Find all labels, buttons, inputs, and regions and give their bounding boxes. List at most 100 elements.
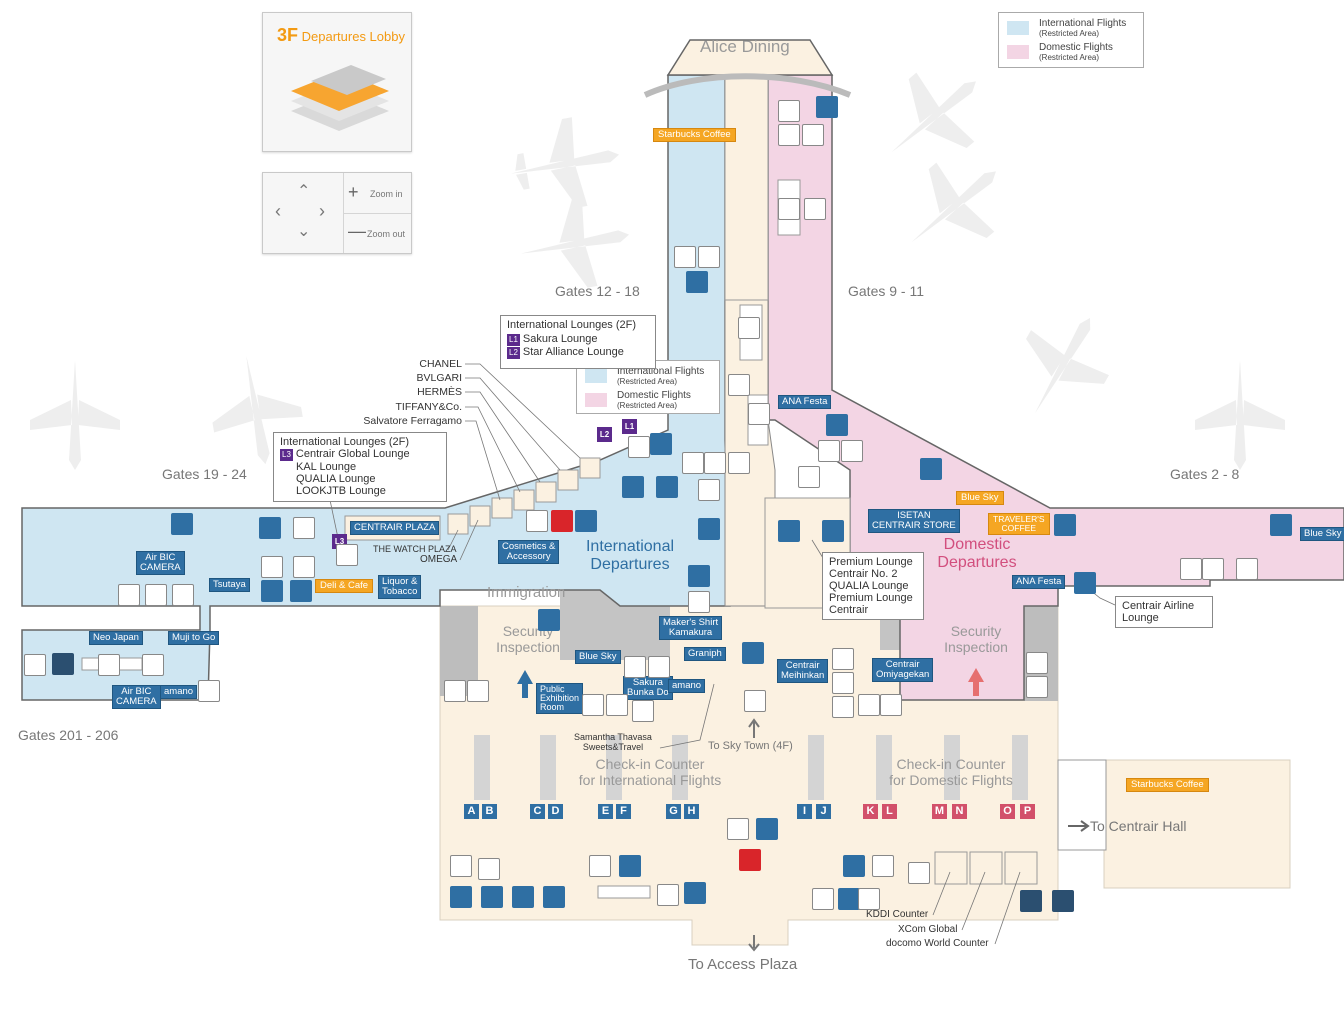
information-desk-icon[interactable]	[739, 849, 761, 871]
escalator-icon[interactable]	[606, 694, 628, 716]
shop-amano-left[interactable]: amano	[160, 685, 198, 699]
pan-up-icon[interactable]: ⌃	[297, 183, 311, 200]
shop-graniph[interactable]: Graniph	[684, 647, 726, 661]
counter-d[interactable]: D	[548, 804, 563, 819]
meeting-point-icon[interactable]	[843, 855, 865, 877]
meeting-point-icon[interactable]	[575, 510, 597, 532]
escalator-icon[interactable]	[858, 888, 880, 910]
meeting-point-icon[interactable]	[450, 886, 472, 908]
brand-chanel[interactable]: CHANEL	[419, 358, 462, 370]
pan-right-icon[interactable]: ›	[319, 201, 325, 221]
shop-tsutaya[interactable]: Tsutaya	[209, 578, 250, 592]
meeting-point-icon[interactable]	[756, 818, 778, 840]
departures-icon[interactable]	[920, 458, 942, 480]
counter-b[interactable]: B	[482, 804, 497, 819]
smoking-area-icon[interactable]	[478, 858, 500, 880]
restroom-icon[interactable]	[648, 656, 670, 678]
locker-icon[interactable]	[1052, 890, 1074, 912]
nursing-room-icon[interactable]	[624, 656, 646, 678]
information-staff-icon[interactable]	[798, 466, 820, 488]
lounge-seat-icon[interactable]	[686, 271, 708, 293]
shop-starbucks-right[interactable]: Starbucks Coffee	[1126, 778, 1209, 792]
brand-bvlgari[interactable]: BVLGARI	[416, 372, 462, 384]
nursing-room-icon[interactable]	[293, 556, 315, 578]
escalator-icon[interactable]	[778, 198, 800, 220]
nursing-room-icon[interactable]	[832, 672, 854, 694]
currency-exchange-icon[interactable]	[261, 580, 283, 602]
shop-amano-mid[interactable]: amano	[668, 679, 706, 693]
to-centrair-hall-label[interactable]: To Centrair Hall	[1090, 818, 1187, 834]
premium-lounge-box[interactable]: Premium Lounge Centrair No. 2 QUALIA Lou…	[822, 552, 924, 620]
restroom-icon[interactable]	[145, 584, 167, 606]
restroom-icon[interactable]	[24, 654, 46, 676]
escalator-icon[interactable]	[858, 694, 880, 716]
airline-lounge-icon[interactable]	[1074, 572, 1096, 594]
accessible-icon[interactable]	[826, 414, 848, 436]
zoom-controls[interactable]: ⌃ ⌄ ‹ › + Zoom in — Zoom out	[262, 172, 412, 254]
zoom-out-button[interactable]: — Zoom out	[343, 213, 411, 253]
restroom-icon[interactable]	[778, 100, 800, 122]
restroom-icon[interactable]	[704, 452, 726, 474]
smoking-area-icon[interactable]	[908, 862, 930, 884]
lounge-item-lookjtb[interactable]: LOOKJTB Lounge	[296, 485, 386, 497]
docomo-world-counter-label[interactable]: docomo World Counter	[886, 938, 989, 949]
zoom-in-button[interactable]: + Zoom in	[343, 173, 411, 214]
information-desk-icon[interactable]	[551, 510, 573, 532]
shop-neo-japan[interactable]: Neo Japan	[89, 631, 143, 645]
counter-l[interactable]: L	[882, 804, 897, 819]
elevator-icon[interactable]	[728, 452, 750, 474]
waiting-area-icon[interactable]	[481, 886, 503, 908]
shop-starbucks-top[interactable]: Starbucks Coffee	[653, 128, 736, 142]
meeting-point-icon[interactable]	[538, 609, 560, 631]
smoking-area-icon[interactable]	[1236, 558, 1258, 580]
brand-tiffany[interactable]: TIFFANY&Co.	[395, 401, 462, 413]
counter-j[interactable]: J	[816, 804, 831, 819]
locker-icon[interactable]	[832, 696, 854, 718]
currency-exchange-icon[interactable]	[650, 433, 672, 455]
internet-pc-icon[interactable]	[450, 855, 472, 877]
shop-centrair-plaza[interactable]: CENTRAIR PLAZA	[350, 521, 440, 535]
restroom-icon[interactable]	[698, 246, 720, 268]
shop-omega[interactable]: OMEGA	[420, 554, 458, 565]
restroom-icon[interactable]	[832, 648, 854, 670]
nursing-room-icon[interactable]	[674, 246, 696, 268]
counter-e[interactable]: E	[598, 804, 613, 819]
internet-pc-icon[interactable]	[872, 855, 894, 877]
brand-hermes[interactable]: HERMÈS	[417, 386, 462, 398]
elevator-icon[interactable]	[582, 694, 604, 716]
shop-deli-cafe[interactable]: Deli & Cafe	[315, 579, 374, 593]
elevator-icon[interactable]	[804, 198, 826, 220]
to-sky-town-label[interactable]: To Sky Town (4F)	[708, 740, 793, 752]
restroom-icon[interactable]	[1202, 558, 1224, 580]
counter-p[interactable]: P	[1020, 804, 1035, 819]
elevator-icon[interactable]	[812, 888, 834, 910]
restroom-icon[interactable]	[198, 680, 220, 702]
shop-blue-sky-mid[interactable]: Blue Sky	[575, 650, 621, 664]
postal-mail-icon[interactable]	[684, 882, 706, 904]
smoking-area-icon[interactable]	[118, 584, 140, 606]
kddi-counter-label[interactable]: KDDI Counter	[866, 909, 929, 920]
counter-i[interactable]: I	[797, 804, 812, 819]
airline-lounge-box[interactable]: Centrair Airline Lounge	[1115, 596, 1213, 628]
elevator-icon[interactable]	[728, 374, 750, 396]
atm-icon[interactable]	[727, 818, 749, 840]
counter-c[interactable]: C	[530, 804, 545, 819]
lounge-item-qualia[interactable]: QUALIA Lounge	[296, 473, 376, 485]
elevator-icon[interactable]	[657, 884, 679, 906]
to-access-plaza-label[interactable]: To Access Plaza	[688, 956, 798, 973]
meeting-point-icon[interactable]	[622, 476, 644, 498]
shop-ana-festa-right[interactable]: ANA Festa	[1012, 575, 1066, 589]
premium-lounge-icon[interactable]	[778, 520, 800, 542]
counter-h[interactable]: H	[684, 804, 699, 819]
